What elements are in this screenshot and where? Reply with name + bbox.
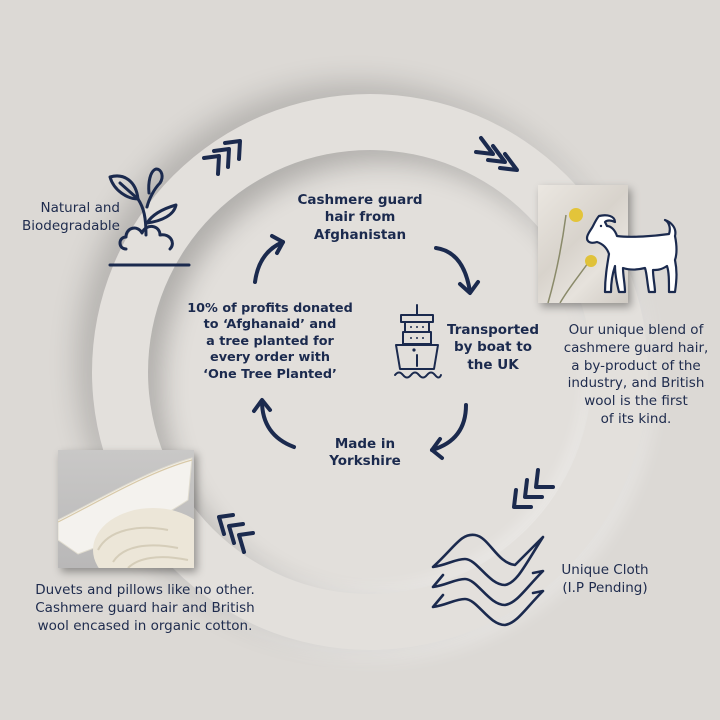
text-line: 10% of profits donated <box>187 301 353 316</box>
layered-cloth-icon <box>431 533 545 627</box>
chevrons-top-left-icon <box>202 139 242 176</box>
text-line: wool encased in organic cotton. <box>37 617 253 634</box>
duvet-roll-illustration <box>58 457 194 568</box>
text-line: every order with <box>210 350 330 366</box>
feature-natural-label: Natural and Biodegradable <box>0 200 120 236</box>
chevrons-bottom-left-icon <box>217 513 255 554</box>
text-line: to ‘Afghanaid’ and <box>203 317 337 333</box>
text-line: ‘One Tree Planted’ <box>203 366 337 382</box>
text-line: Our unique blend of <box>568 322 704 338</box>
text-line: Unique Cloth <box>561 562 649 578</box>
text-line: wool is the first <box>584 393 688 410</box>
chevrons-bottom-right-icon <box>512 468 555 509</box>
feature-duvets-description: Duvets and pillows like no other. Cashme… <box>10 582 280 635</box>
chevrons-top-right-icon <box>474 136 519 172</box>
text-line: a by-product of the <box>571 357 701 374</box>
cycle-arrow-bottom-right-icon <box>430 403 468 460</box>
cycle-arrow-top-right-icon <box>434 246 480 295</box>
flower-stems-icon <box>547 208 597 303</box>
text-line: hair from <box>324 209 396 226</box>
cycle-arrow-bottom-left-icon <box>252 398 296 449</box>
text-line: Duvets and pillows like no other. <box>35 582 255 598</box>
text-line: Transported <box>446 322 539 338</box>
duvet-pillow-photo <box>58 450 194 568</box>
cycle-step-source: Cashmere guard hair from Afghanistan <box>270 192 450 244</box>
text-line: Natural and <box>40 200 120 216</box>
text-line: cashmere guard hair, <box>563 339 709 356</box>
text-line: (I.P Pending) <box>562 579 648 596</box>
text-line: the UK <box>467 356 519 373</box>
ship-icon <box>394 304 442 379</box>
text-line: Cashmere guard <box>297 192 423 208</box>
inner-circle <box>148 150 592 594</box>
text-line: Yorkshire <box>329 453 401 470</box>
text-line: Cashmere guard hair and British <box>35 599 255 616</box>
cycle-step-manufacture: Made in Yorkshire <box>305 436 425 471</box>
text-line: Biodegradable <box>21 217 120 234</box>
cycle-step-transport: Transported by boat to the UK <box>443 322 543 374</box>
text-line: Afghanistan <box>313 226 407 243</box>
goat-icon <box>585 214 678 294</box>
text-line: a tree planted for <box>206 333 334 349</box>
feature-cloth-label: Unique Cloth (I.P Pending) <box>550 562 660 598</box>
cycle-step-donation: 10% of profits donated to ‘Afghanaid’ an… <box>170 301 370 383</box>
plant-sprout-icon <box>108 167 191 267</box>
text-line: by boat to <box>453 339 533 356</box>
text-line: of its kind. <box>600 411 672 428</box>
text-line: Made in <box>334 436 396 452</box>
feature-blend-description: Our unique blend of cashmere guard hair,… <box>556 322 716 429</box>
cycle-arrow-top-left-icon <box>253 234 285 284</box>
text-line: industry, and British <box>567 375 705 392</box>
